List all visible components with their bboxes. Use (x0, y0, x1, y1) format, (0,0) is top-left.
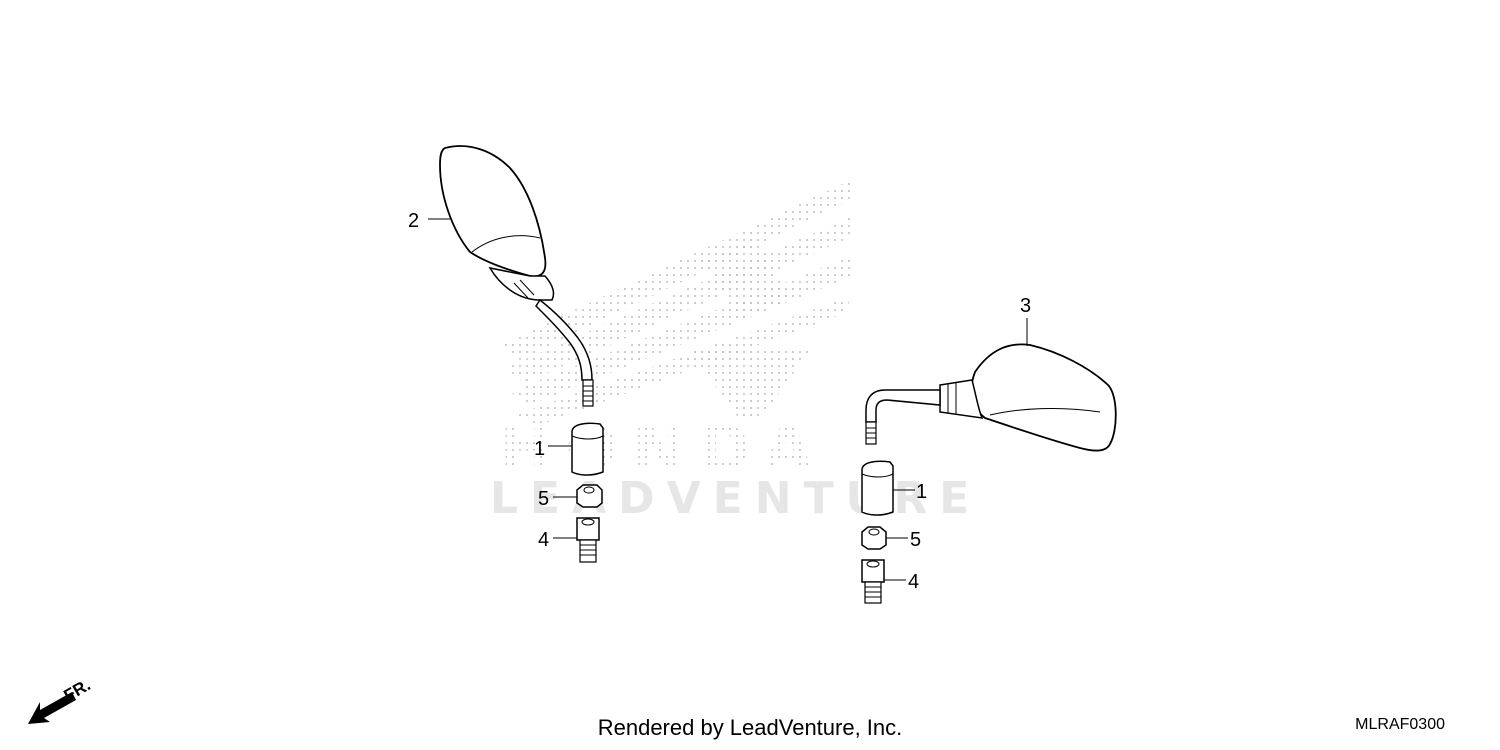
right-mirror[interactable] (865, 343, 1117, 452)
callout-left-mirror: 2 (408, 210, 419, 232)
callout-left-cap: 1 (534, 438, 545, 460)
left-adapter[interactable] (576, 517, 600, 563)
right-cap[interactable] (861, 460, 894, 516)
callout-right-adapter: 4 (908, 571, 919, 593)
footer-credit: Rendered by LeadVenture, Inc. (597, 715, 903, 740)
callout-right-cap: 1 (916, 481, 927, 503)
right-nut[interactable] (861, 526, 887, 550)
callout-right-nut: 5 (910, 529, 921, 551)
left-cap[interactable] (571, 422, 604, 476)
callout-left-nut: 5 (538, 488, 549, 510)
honda-watermark-text: HONDA (500, 412, 826, 485)
callout-right-mirror: 3 (1020, 295, 1031, 317)
left-nut[interactable] (576, 484, 603, 508)
front-direction-arrow-icon (28, 692, 76, 724)
callout-left-adapter: 4 (538, 529, 549, 551)
right-adapter[interactable] (861, 559, 885, 604)
diagram-code: MLRAF0300 (1355, 716, 1445, 733)
left-mirror[interactable] (439, 145, 594, 407)
leadventure-watermark-text: LEADVENTURE (490, 473, 981, 524)
wing-logo-watermark (500, 178, 855, 425)
